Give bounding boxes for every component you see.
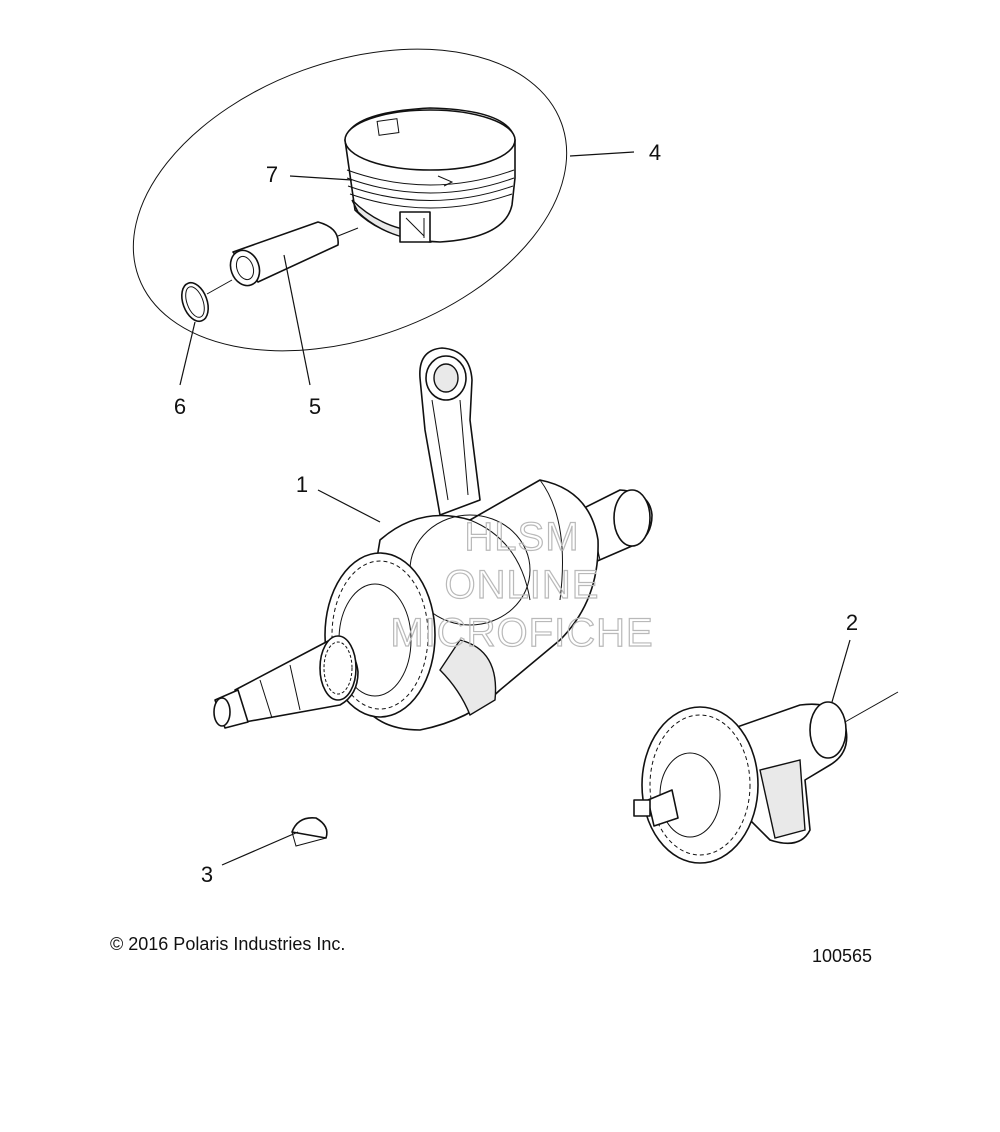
crank-left-shaft (213, 635, 359, 729)
leader-6 (179, 321, 196, 386)
leader-7 (289, 175, 353, 181)
balance-shaft (633, 691, 899, 864)
piston-pin (229, 221, 359, 287)
callout-3: 3 (201, 862, 213, 887)
leader-lines (179, 151, 851, 866)
watermark: HLSM ONLINE MICROFICHE (390, 514, 654, 655)
copyright-notice: © 2016 Polaris Industries Inc. (110, 934, 346, 954)
callout-6: 6 (174, 394, 186, 419)
callout-1: 1 (296, 472, 308, 497)
leader-2 (831, 639, 851, 703)
piston (344, 107, 516, 243)
watermark-line-1: HLSM (464, 515, 579, 559)
callout-7: 7 (266, 162, 278, 187)
leader-4 (569, 151, 635, 157)
callout-2: 2 (846, 610, 858, 635)
leader-3 (221, 831, 299, 866)
watermark-line-2: ONLINE (445, 563, 600, 607)
circlip (181, 279, 233, 323)
callout-5: 5 (309, 394, 321, 419)
piston-assembly-outline (132, 48, 568, 352)
connecting-rod (419, 347, 481, 516)
watermark-line-3: MICROFICHE (390, 611, 653, 655)
crankshaft-assembly (213, 347, 653, 731)
drawing-number: 100565 (812, 946, 873, 966)
callout-4: 4 (649, 140, 661, 165)
piston-assembly-group (132, 48, 568, 352)
callout-labels: 7 4 5 6 1 2 3 (174, 140, 858, 887)
leader-1 (317, 489, 381, 523)
leader-5 (283, 254, 311, 386)
woodruff-key (291, 816, 328, 847)
